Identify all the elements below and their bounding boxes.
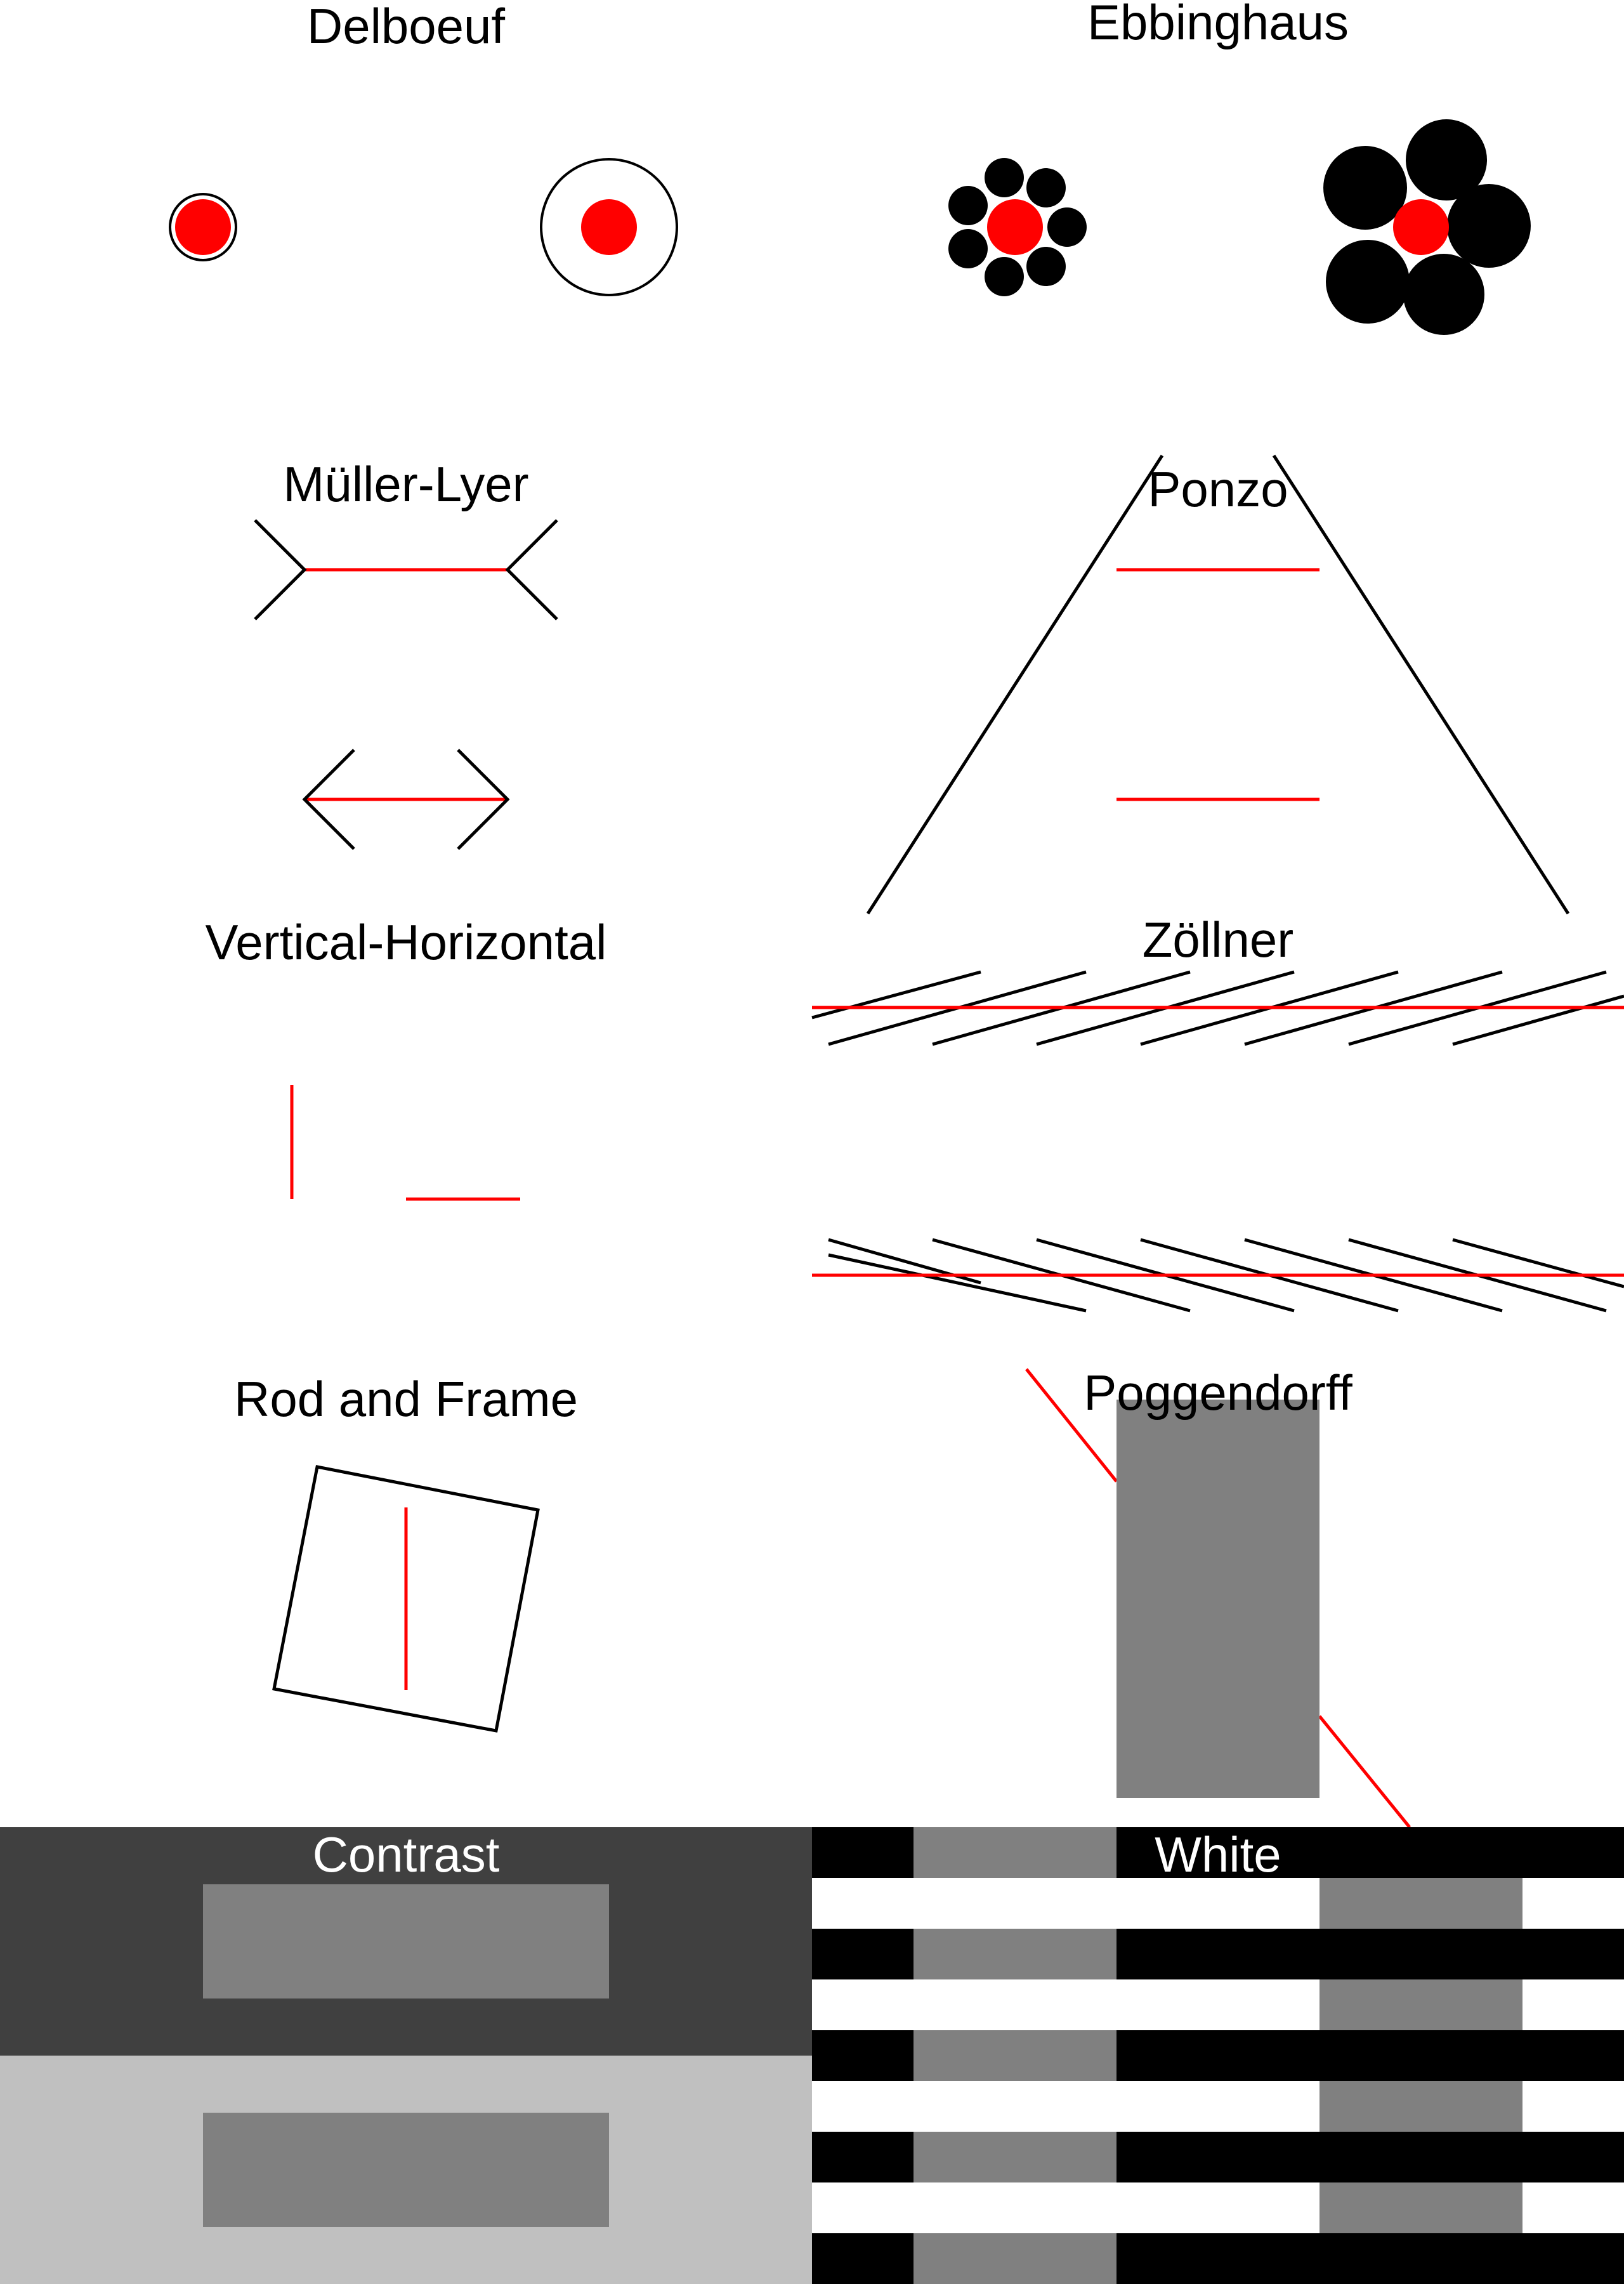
tilted-frame	[272, 1465, 540, 1733]
muller-lyer-bottom-left-arrowhead	[302, 749, 355, 850]
delboeuf-left-target	[175, 199, 231, 255]
muller-lyer-top-left-fin	[254, 519, 307, 620]
ebbinghaus-small-inducer	[985, 158, 1024, 197]
contrast-upper-patch	[203, 1884, 609, 1998]
muller-lyer-bottom-right-arrowhead	[457, 749, 510, 850]
rod-and-frame-panel: Rod and Frame	[234, 1371, 578, 1733]
white-gray-segment-on-black	[914, 1827, 1116, 1878]
ebbinghaus-small-inducer	[985, 257, 1024, 296]
white-title: White	[1155, 1827, 1281, 1882]
contrast-lower-patch	[203, 2113, 609, 2227]
white-gray-segment-on-black	[914, 2030, 1116, 2081]
ebbinghaus-small-inducer	[1026, 168, 1066, 207]
ebbinghaus-small-inducer	[948, 229, 988, 268]
ebbinghaus-right-target	[1393, 199, 1449, 255]
vertical-horizontal-title: Vertical-Horizontal	[206, 914, 607, 970]
white-gray-segment-on-black	[914, 2233, 1116, 2284]
delboeuf-right-wide-ring	[540, 158, 678, 296]
ebbinghaus-large-inducer	[1403, 254, 1484, 335]
white-gray-segment-on-black	[914, 2132, 1116, 2182]
zollner-hatch	[811, 970, 981, 1020]
delboeuf-left-tight-ring	[169, 193, 237, 261]
zollner-hatch	[1452, 1238, 1624, 1289]
muller-lyer-top-right-fin	[505, 519, 558, 620]
ebbinghaus-title: Ebbinghaus	[1087, 0, 1349, 50]
poggendorff-transversal-upper	[1025, 1368, 1118, 1483]
ebbinghaus-left-target	[987, 199, 1043, 255]
rod-and-frame-title: Rod and Frame	[234, 1371, 578, 1427]
white-gray-segment-on-white	[1320, 2081, 1522, 2132]
poggendorff-occluder	[1116, 1400, 1320, 1798]
delboeuf-title: Delboeuf	[307, 0, 506, 54]
ebbinghaus-panel: Ebbinghaus	[948, 0, 1531, 335]
delboeuf-panel: Delboeuf	[169, 0, 678, 296]
ponzo-right-rail	[1272, 454, 1570, 915]
white-gray-segment-on-white	[1320, 1878, 1522, 1929]
ponzo-left-rail	[866, 454, 1164, 915]
zollner-title: Zöllner	[1143, 912, 1293, 968]
ebbinghaus-small-inducer	[1047, 207, 1087, 247]
contrast-panel: Contrast	[0, 1827, 812, 2284]
poggendorff-panel: Poggendorff	[1025, 1365, 1411, 1828]
zollner-hatch	[828, 1253, 1087, 1313]
zollner-hatch	[1452, 994, 1624, 1046]
zollner-panel: Zöllner	[811, 912, 1624, 1313]
ebbinghaus-small-inducer	[1026, 247, 1066, 286]
delboeuf-right-target	[581, 199, 637, 255]
ebbinghaus-small-inducer	[948, 186, 988, 225]
ebbinghaus-large-inducer	[1447, 184, 1531, 268]
white-gray-segment-on-black	[914, 1929, 1116, 1979]
vertical-horizontal-panel: Vertical-Horizontal	[206, 914, 607, 1201]
white-gray-segment-on-white	[1320, 2182, 1522, 2233]
ponzo-title: Ponzo	[1148, 461, 1288, 517]
muller-lyer-panel: Müller-Lyer	[254, 456, 558, 850]
ebbinghaus-large-inducer	[1323, 146, 1407, 230]
contrast-title: Contrast	[313, 1827, 500, 1882]
white-panel: White	[812, 1827, 1624, 2284]
ebbinghaus-large-inducer	[1406, 119, 1487, 200]
white-gray-segment-on-white	[1320, 1979, 1522, 2030]
poggendorff-title: Poggendorff	[1084, 1365, 1352, 1421]
ponzo-panel: Ponzo	[866, 454, 1570, 915]
ebbinghaus-large-inducer	[1326, 240, 1410, 324]
poggendorff-transversal-lower	[1318, 1715, 1411, 1828]
muller-lyer-title: Müller-Lyer	[283, 456, 528, 512]
